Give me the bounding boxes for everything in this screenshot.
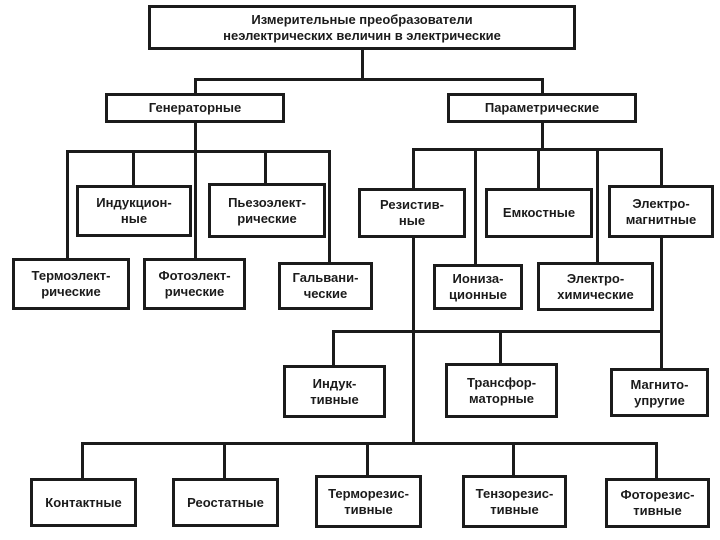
connector-line (512, 442, 515, 477)
connector-line (361, 50, 364, 80)
connector-line (412, 235, 415, 444)
connector-line (332, 330, 663, 333)
connector-line (412, 148, 415, 190)
connector-line (132, 150, 135, 187)
connector-line (537, 148, 540, 190)
connector-line (660, 148, 663, 187)
node-emkostnye: Емкостные (485, 188, 593, 238)
connector-line (81, 442, 658, 445)
connector-line (332, 330, 335, 367)
node-rezistivnye: Резистив- ные (358, 188, 466, 238)
node-termorezistivnye: Терморезис- тивные (315, 475, 422, 528)
node-induktivnye: Индук- тивные (283, 365, 386, 418)
node-tenzorezistivnye: Тензорезис- тивные (462, 475, 567, 528)
node-fotorezistivnye: Фоторезис- тивные (605, 478, 710, 528)
node-reostatnye: Реостатные (172, 478, 279, 527)
connector-line (660, 235, 663, 370)
connector-line (194, 78, 544, 81)
connector-line (81, 442, 84, 480)
node-elektromagnitnye: Электро- магнитные (608, 185, 714, 238)
node-root: Измерительные преобразователи неэлектрич… (148, 5, 576, 50)
node-ionizacionnye: Иониза- ционные (433, 264, 523, 310)
connector-line (264, 150, 267, 185)
node-pezoelektricheskie: Пьезоэлект- рические (208, 183, 326, 238)
connector-line (541, 122, 544, 150)
connector-line (474, 148, 477, 266)
connector-line (66, 150, 69, 260)
node-kontaktnye: Контактные (30, 478, 137, 527)
connector-line (328, 150, 331, 264)
connector-line (66, 150, 331, 153)
node-indukcionnye: Индукцион- ные (76, 185, 192, 237)
connector-line (596, 148, 599, 264)
connector-line (194, 122, 197, 152)
connector-line (223, 442, 226, 480)
connector-line (194, 150, 197, 260)
node-transformatornye: Трансфор- маторные (445, 363, 558, 418)
node-generatornye: Генераторные (105, 93, 285, 123)
connector-line (499, 330, 502, 365)
connector-line (366, 442, 369, 477)
connector-line (194, 78, 197, 95)
node-fotoelektricheskie: Фотоэлект- рические (143, 258, 246, 310)
connector-line (541, 78, 544, 95)
node-parametricheskie: Параметрические (447, 93, 637, 123)
node-elektrohimicheskie: Электро- химические (537, 262, 654, 311)
connector-line (655, 442, 658, 480)
node-galvanicheskie: Гальвани- ческие (278, 262, 373, 310)
node-magnitouprugie: Магнито- упругие (610, 368, 709, 417)
node-termoelektricheskie: Термоэлект- рические (12, 258, 130, 310)
